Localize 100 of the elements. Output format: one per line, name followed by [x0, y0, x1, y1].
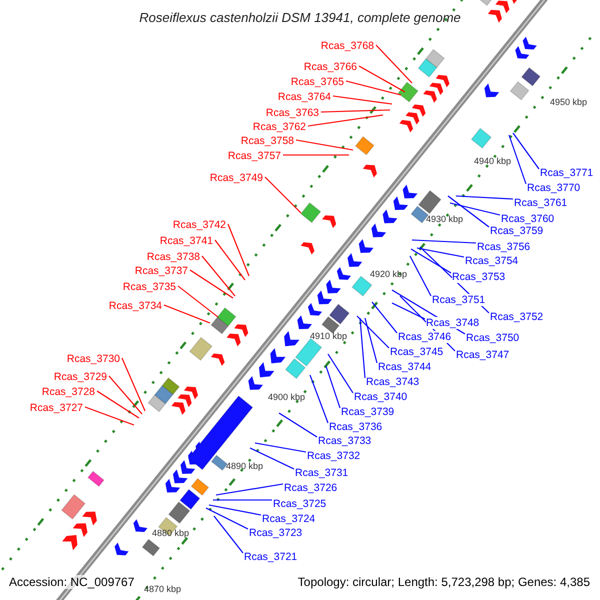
leader-line — [108, 376, 142, 414]
leader-line — [202, 256, 236, 296]
gene-label: Rcas_3749 — [210, 172, 263, 184]
gene-label: Rcas_3741 — [160, 235, 213, 247]
gene-label: Rcas_3752 — [490, 311, 544, 323]
gene-label: Rcas_3771 — [540, 167, 594, 179]
leader-line — [283, 154, 349, 156]
gene-label: Rcas_3750 — [466, 332, 520, 344]
gene-label: Rcas_3733 — [318, 435, 372, 447]
scale-label: 4910 kbp — [310, 331, 348, 341]
leader-line — [96, 390, 140, 418]
leader-line — [214, 516, 244, 554]
gene-label: Rcas_3731 — [295, 467, 348, 479]
leader-line — [512, 132, 540, 170]
gene-label: Rcas_3759 — [490, 225, 544, 237]
scale-label: 4890 kbp — [226, 461, 264, 471]
leader-line — [254, 442, 306, 453]
leader-line — [372, 302, 398, 334]
leader-line — [508, 134, 527, 184]
gene-label: Rcas_3723 — [249, 527, 302, 539]
leader-line — [216, 483, 284, 496]
leader-line — [412, 239, 476, 244]
gene-label: Rcas_3751 — [432, 294, 486, 306]
leader-line — [213, 499, 272, 501]
gene-label: Rcas_3753 — [452, 271, 506, 283]
leader-line — [325, 366, 341, 408]
scale-label: 4940 kbp — [474, 156, 512, 166]
gene-label: Rcas_3764 — [278, 91, 331, 103]
leader-line — [190, 270, 234, 298]
gene-label: Rcas_3737 — [134, 265, 188, 277]
leader-line — [328, 354, 354, 394]
gene-label: Rcas_3754 — [465, 255, 518, 267]
gene-label: Rcas_3756 — [477, 241, 530, 253]
gene-label: Rcas_3736 — [329, 421, 382, 433]
leader-line — [392, 302, 426, 320]
gene-label: Rcas_3766 — [304, 61, 357, 73]
gene-label: Rcas_3729 — [54, 371, 107, 383]
leader-line — [308, 114, 384, 127]
gene-label: Rcas_3730 — [66, 353, 120, 365]
gene-label: Rcas_3728 — [42, 386, 95, 398]
gene-label: Rcas_3726 — [284, 482, 338, 494]
leader-line — [208, 504, 262, 516]
leader-line — [364, 318, 378, 364]
gene-label: Rcas_3768 — [320, 40, 374, 52]
gene-label: Rcas_3765 — [290, 76, 344, 88]
leader-line — [448, 196, 490, 228]
gene-label: Rcas_3744 — [378, 361, 432, 373]
gene-label: Rcas_3727 — [30, 402, 83, 414]
leader-line — [456, 195, 514, 200]
gene-label: Rcas_3745 — [390, 346, 444, 358]
leader-line — [358, 66, 406, 92]
gene-label: Rcas_3742 — [172, 219, 226, 231]
gene-label: Rcas_3758 — [240, 135, 294, 147]
leader-line — [332, 95, 392, 105]
leader-line — [264, 176, 302, 214]
gene-label: Rcas_3732 — [307, 450, 360, 462]
leader-line — [206, 508, 248, 530]
gene-label: Rcas_3725 — [273, 498, 326, 510]
gene-label: Rcas_3738 — [146, 251, 200, 263]
accession-label: Accession: NC_009767 — [9, 575, 134, 589]
gene-label: Rcas_3746 — [398, 331, 452, 343]
gene-label: Rcas_3748 — [426, 317, 480, 329]
leader-line — [346, 80, 402, 96]
gene-label: Rcas_3724 — [262, 513, 316, 525]
gene-label: Rcas_3760 — [501, 213, 554, 225]
leader-line — [278, 412, 318, 438]
gene-label: Rcas_3721 — [244, 551, 298, 563]
gene-label: Rcas_3735 — [122, 281, 176, 293]
scale-label: 4870 kbp — [144, 584, 182, 594]
gene-label: Rcas_3763 — [266, 107, 319, 119]
leader-line — [84, 406, 134, 426]
leader-line — [164, 304, 210, 324]
gene-label: Rcas_3739 — [341, 406, 394, 418]
leader-line — [122, 358, 146, 412]
leader-line — [410, 256, 432, 296]
leader-line — [320, 109, 390, 113]
scale-label: 4930 kbp — [426, 214, 464, 224]
scale-label: 4950 kbp — [550, 97, 588, 107]
map-title: Roseiflexus castenholzii DSM 13941, complete genome — [138, 10, 462, 26]
gene-label: Rcas_3757 — [228, 150, 281, 162]
leader-line — [296, 139, 354, 151]
scale-label: 4920 kbp — [370, 269, 408, 279]
leader-line — [416, 247, 464, 258]
gene-label: Rcas_3770 — [527, 182, 580, 194]
scale-label: 4900 kbp — [268, 392, 306, 402]
leader-line — [359, 318, 366, 378]
leader-line — [450, 202, 500, 216]
genome-summary: Topology: circular; Length: 5,723,298 bp; Genes: 4,385 — [298, 575, 590, 589]
leader-line — [356, 316, 390, 348]
leader-line — [309, 374, 329, 424]
gene-label: Rcas_3747 — [456, 349, 510, 361]
gene-label: Rcas_3761 — [514, 197, 568, 209]
gene-label: Rcas_3734 — [108, 300, 162, 312]
gene-label: Rcas_3762 — [252, 121, 306, 133]
gene-label: Rcas_3743 — [366, 376, 420, 388]
leader-line — [410, 248, 452, 274]
leader-line — [178, 286, 218, 318]
leader-line — [214, 240, 246, 280]
leader-line — [228, 224, 250, 276]
leader-line — [376, 44, 412, 84]
